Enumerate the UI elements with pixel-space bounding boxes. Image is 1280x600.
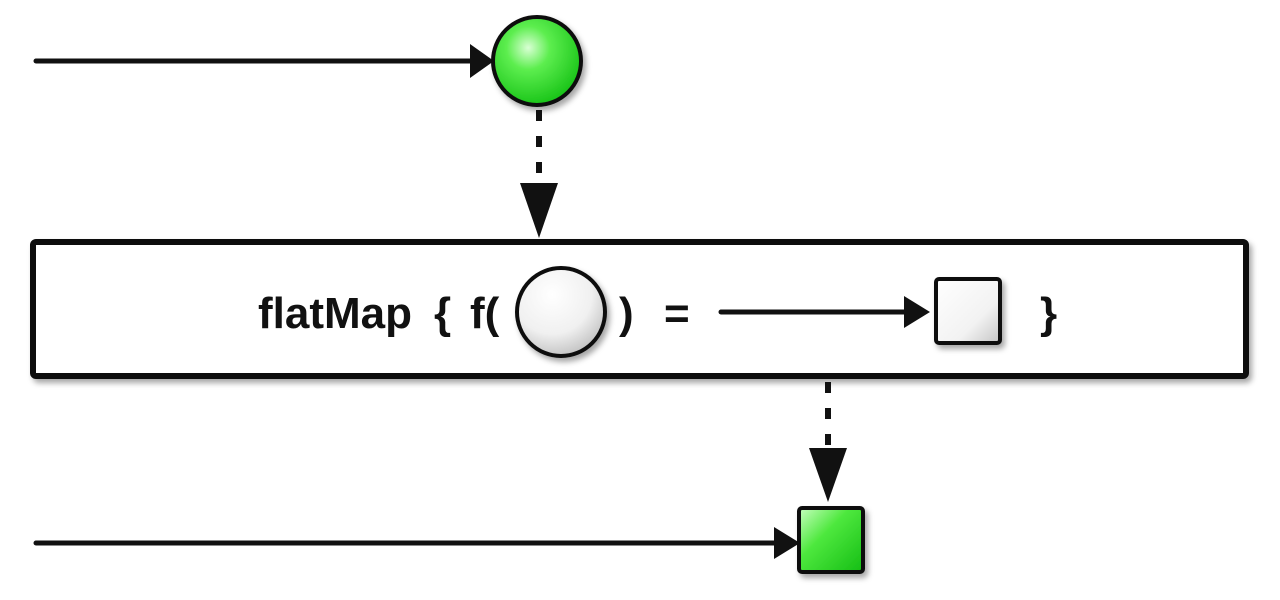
white-circle-icon [515, 266, 607, 358]
green-circle-icon [491, 15, 583, 107]
white-square-icon [934, 277, 1002, 345]
source-timeline-arrowhead [470, 44, 494, 78]
operator-open-brace: { [434, 289, 451, 338]
equals-sign: = [664, 289, 690, 338]
transform-arrow-out [809, 382, 847, 502]
function-open: f( [470, 289, 500, 338]
inner-timeline [718, 296, 930, 328]
green-square-icon [797, 506, 865, 574]
source-timeline [33, 44, 494, 78]
operator-close-brace: } [1040, 289, 1057, 338]
operator-box [30, 239, 1249, 379]
operator-name: flatMap [258, 289, 412, 338]
result-timeline [33, 527, 800, 559]
function-close: ) [619, 289, 634, 338]
result-timeline-arrowhead [774, 527, 800, 559]
transform-arrow-in [520, 110, 558, 238]
inner-timeline-arrowhead [904, 296, 930, 328]
